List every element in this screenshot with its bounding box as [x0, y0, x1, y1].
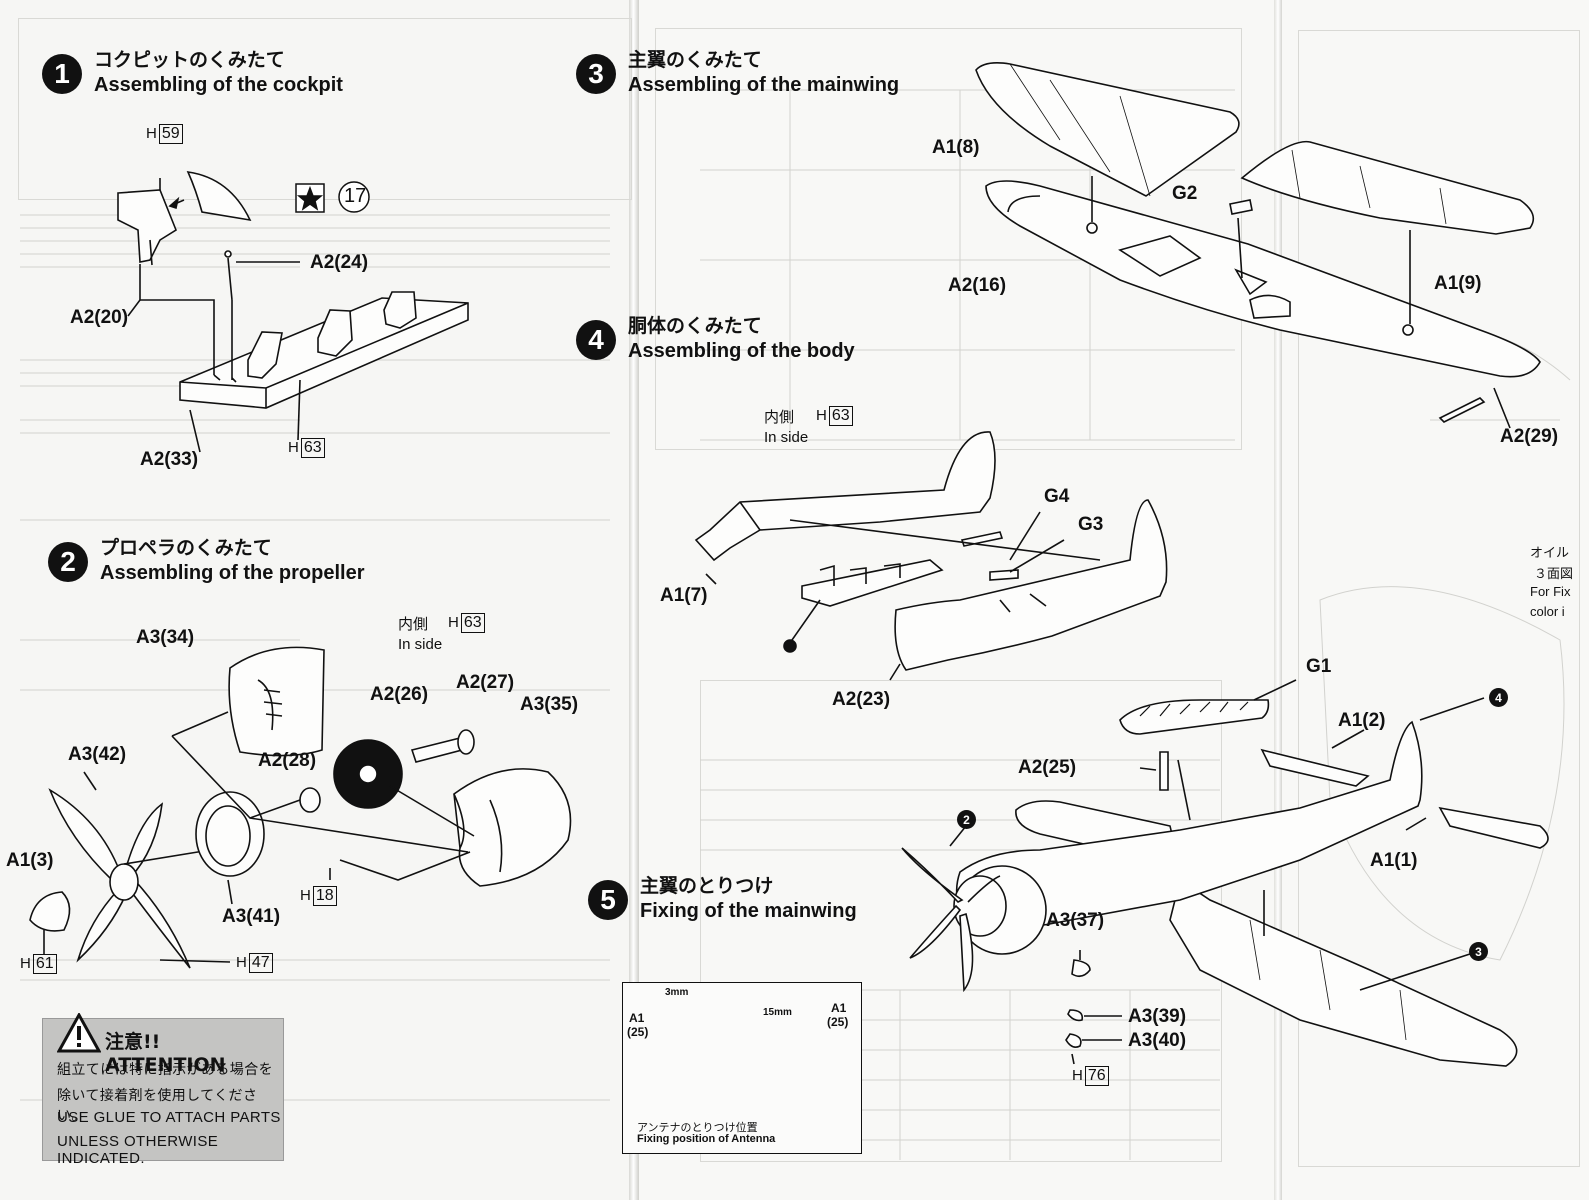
showthrough-parts-grid — [655, 28, 1242, 450]
in-side-jp: 内側 — [398, 616, 429, 633]
step-1-title-en: Assembling of the cockpit — [94, 74, 343, 96]
attention-en-2: UNLESS OTHERWISE INDICATED. — [57, 1133, 219, 1167]
dim-3mm: 3mm — [665, 987, 689, 998]
part-label-a1-2: A1(2) — [1338, 710, 1386, 731]
part-label-a1-1: A1(1) — [1370, 850, 1418, 871]
part-label-a3-41: A3(41) — [222, 906, 281, 927]
body-assembly — [694, 431, 1168, 681]
part-label-a1-8: A1(8) — [932, 137, 980, 158]
step-ref-2: 2 — [957, 810, 976, 829]
step-5-title-en: Fixing of the mainwing — [640, 900, 857, 922]
right-edge-line4: color i — [1530, 604, 1565, 619]
part-label-a2-24: A2(24) — [310, 252, 369, 273]
part-label-g2: G2 — [1172, 183, 1198, 204]
step-2-header: 2 プロペラのくみたて Assembling of the propeller — [48, 536, 364, 586]
step-5-title-jp: 主翼のとりつけ — [640, 875, 774, 897]
step-3-title-en: Assembling of the mainwing — [628, 74, 900, 96]
part-label-a2-27: A2(27) — [456, 672, 515, 693]
step-2-title-en: Assembling of the propeller — [100, 562, 365, 584]
step-2-title-jp: プロペラのくみたて — [100, 537, 272, 559]
attention-jp-1: 組立てには特に指示がある場合を — [57, 1062, 273, 1078]
step-1-title-jp: コクピットのくみたて — [94, 49, 285, 71]
right-edge-jp: オイル — [1530, 545, 1570, 560]
attention-en-1: USE GLUE TO ATTACH PARTS — [57, 1109, 281, 1126]
step-3-title-jp: 主翼のくみたて — [628, 49, 762, 71]
in-side-en-body: In side — [764, 429, 809, 446]
cockpit-assembly — [117, 171, 469, 453]
part-label-a1-9: A1(9) — [1434, 273, 1482, 294]
page-fold — [629, 0, 639, 1200]
step-4-title-jp: 胴体のくみたて — [628, 315, 762, 337]
aircraft-assembly — [901, 679, 1549, 1067]
part-label-a2-26: A2(26) — [370, 684, 429, 705]
part-label-a1-3: A1(3) — [6, 850, 54, 871]
part-label-a2-23: A2(23) — [832, 689, 891, 710]
mainwing-assembly — [975, 62, 1541, 429]
right-edge-line2: ３面図 — [1534, 566, 1574, 581]
part-label-a2-28: A2(28) — [258, 750, 317, 771]
attention-title: 注意!! ATTENTION — [105, 1031, 226, 1076]
antenna-caption-en: Fixing position of Antenna — [637, 1133, 776, 1145]
in-side-jp-body: 内側 — [764, 409, 795, 426]
part-label-a3-34: A3(34) — [136, 627, 195, 648]
part-label-a3-35: A3(35) — [520, 694, 579, 715]
step-2-number: 2 — [48, 542, 88, 582]
attention-box: 注意!! ATTENTION 組立てには特に指示がある場合を 除いて接着剤を使用… — [42, 1013, 284, 1167]
dim-15mm: 15mm — [763, 1007, 792, 1018]
showthrough-header — [18, 18, 632, 200]
decal-number-17: 17 — [344, 185, 367, 207]
step-5-number: 5 — [588, 880, 628, 920]
antenna-a1-right: A1 — [831, 1001, 847, 1015]
part-label-a2-29: A2(29) — [1500, 426, 1559, 447]
step-ref-4: 4 — [1489, 688, 1508, 707]
antenna-25-right: (25) — [827, 1015, 849, 1029]
step-ref-3: 3 — [1469, 942, 1488, 961]
propeller-assembly — [29, 646, 572, 969]
antenna-a1-left: A1 — [629, 1011, 645, 1025]
antenna-25-left: (25) — [627, 1025, 649, 1039]
part-label-a2-25: A2(25) — [1018, 757, 1077, 778]
part-label-a2-16: A2(16) — [948, 275, 1007, 296]
step-3-number: 3 — [576, 54, 616, 94]
in-side-en: In side — [398, 636, 443, 653]
page-fold-right — [1274, 0, 1282, 1200]
step-5-header: 5 主翼のとりつけ Fixing of the mainwing — [588, 874, 857, 924]
part-label-a1-7: A1(7) — [660, 585, 708, 606]
part-label-a3-39: A3(39) — [1128, 1006, 1187, 1027]
part-label-g3: G3 — [1078, 514, 1104, 535]
right-edge-line3: For Fix — [1530, 584, 1571, 599]
step-4-title-en: Assembling of the body — [628, 340, 855, 362]
part-label-a3-40: A3(40) — [1128, 1030, 1187, 1051]
part-label-a2-33: A2(33) — [140, 449, 199, 470]
antenna-caption-jp: アンテナのとりつけ位置 — [637, 1122, 758, 1134]
part-label-g1: G1 — [1306, 656, 1332, 677]
attention-jp-2: 除いて接着剤を使用してください。 — [57, 1088, 258, 1124]
step-1-header: 1 コクピットのくみたて Assembling of the cockpit — [42, 48, 343, 98]
step-3-header: 3 主翼のくみたて Assembling of the mainwing — [576, 48, 899, 98]
part-label-g4: G4 — [1044, 486, 1070, 507]
warning-icon — [57, 1013, 101, 1053]
part-label-a3-37: A3(37) — [1046, 910, 1105, 931]
showthrough-marking — [1298, 30, 1580, 1167]
decal-star — [295, 181, 370, 213]
part-label-a2-20: A2(20) — [70, 307, 129, 328]
antenna-inset: 3mm A1 (25) 15mm A1 (25) アンテナのとりつけ位置 Fix… — [622, 982, 862, 1154]
step-4-number: 4 — [576, 320, 616, 360]
part-label-a3-42: A3(42) — [68, 744, 127, 765]
step-4-header: 4 胴体のくみたて Assembling of the body — [576, 314, 855, 364]
step-1-number: 1 — [42, 54, 82, 94]
